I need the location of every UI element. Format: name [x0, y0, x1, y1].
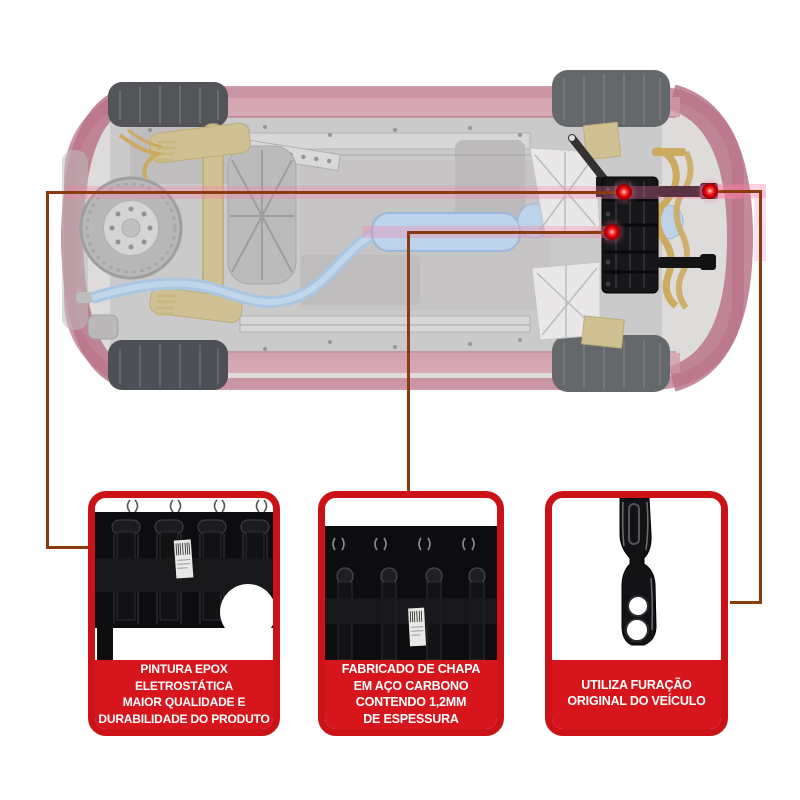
feature-text-line: PINTURA EPOX [140, 662, 228, 676]
spare-tire [79, 176, 183, 280]
barcode-sticker [408, 607, 427, 647]
feature-text-line: FABRICADO DE CHAPA [341, 662, 481, 676]
exhaust-tip [76, 292, 94, 303]
fuel-tank [227, 145, 297, 285]
feature-panel-steel: FABRICADO DE CHAPA EM AÇO CARBONO CONTEN… [318, 491, 504, 736]
feature-text-line: ELETROSTÁTICA [134, 678, 234, 693]
rear-axle [118, 122, 251, 323]
front-bumper [667, 84, 754, 392]
brake-lines [118, 133, 165, 180]
panel-1-label: PINTURA EPOX ELETROSTÁTICA MAIOR QUALIDA… [95, 660, 273, 729]
feature-text-line: ORIGINAL DO VEÍCULO [567, 694, 706, 708]
feature-panel-mounting: UTILIZA FURAÇÃO ORIGINAL DO VEÍCULO [545, 491, 728, 736]
feature-text-line: DURABILIDADE DO PRODUTO [98, 711, 270, 726]
coil-spring-top [156, 140, 176, 162]
sill-top [132, 97, 680, 117]
feature-text-line: MAIOR QUALIDADE E [122, 695, 246, 709]
panel-3-label: UTILIZA FURAÇÃO ORIGINAL DO VEÍCULO [552, 660, 721, 729]
feature-text-line: CONTENDO 1,2MM [355, 695, 467, 709]
panel-3-photo [552, 498, 721, 660]
feature-text-line: UTILIZA FURAÇÃO [581, 677, 692, 692]
hanger-hooks [126, 499, 268, 513]
callout-lines [46, 190, 762, 604]
slot-cutouts [332, 537, 475, 551]
callout-dot-1 [616, 184, 632, 200]
panel-2-photo [325, 498, 497, 660]
callout-dot-3 [702, 183, 718, 199]
coil-spring-bottom [156, 294, 176, 316]
support-strut [568, 134, 612, 188]
feature-text-line: EM AÇO CARBONO [353, 678, 469, 693]
callout-line-2 [407, 231, 612, 493]
callout-line-3 [710, 190, 762, 604]
panel-2-label: FABRICADO DE CHAPA EM AÇO CARBONO CONTEN… [325, 660, 497, 729]
feature-text-line: DE ESPESSURA [363, 711, 459, 726]
bracket-hole-1 [627, 595, 649, 617]
car-body [60, 70, 754, 392]
callout-dot-2 [604, 224, 620, 240]
callout-dots [598, 177, 724, 246]
callout-line-1 [46, 191, 624, 549]
panel-1-photo [95, 498, 273, 660]
tires [108, 70, 670, 392]
feature-panel-paint: PINTURA EPOX ELETROSTÁTICA MAIOR QUALIDA… [88, 491, 280, 736]
barcode-sticker [173, 539, 194, 579]
bracket-hole-2 [625, 618, 649, 642]
front-subframe [529, 121, 694, 349]
sill-bottom [132, 353, 680, 373]
mounting-bracket [619, 498, 657, 646]
